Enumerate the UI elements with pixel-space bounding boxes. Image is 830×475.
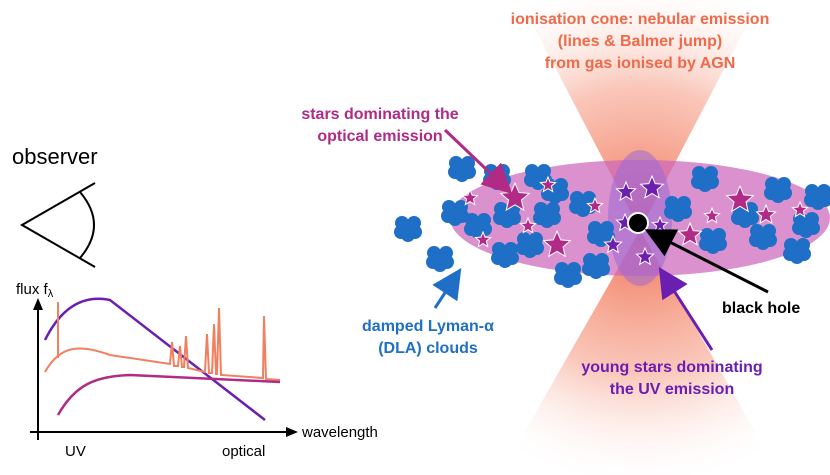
ionisation-cone	[500, 0, 780, 475]
stars-label-line1: stars dominating the	[301, 106, 458, 123]
observer-label: observer	[12, 144, 98, 169]
old-star	[755, 203, 777, 225]
young-stars-label-line1: young stars dominating	[581, 359, 762, 376]
x-axis-label: wavelength	[301, 424, 378, 441]
dla-cloud	[699, 228, 727, 254]
old-star	[703, 206, 721, 224]
stars-label: stars dominating the optical emission	[301, 106, 458, 145]
spectrum-plot: flux fλ wavelength UV optical	[16, 281, 378, 460]
cone-upper	[520, 0, 760, 230]
dla-cloud	[783, 238, 811, 264]
x-tick-uv: UV	[65, 443, 86, 460]
black-hole	[627, 212, 649, 234]
x-tick-optical: optical	[222, 443, 265, 460]
dla-cloud	[441, 200, 469, 226]
galaxy-stars	[461, 174, 809, 266]
dla-cloud	[587, 221, 615, 247]
young-stars-label: young stars dominating the UV emission	[581, 359, 762, 398]
young-star	[615, 180, 637, 202]
old-star	[586, 196, 604, 214]
spectrum-old-stars	[56, 373, 281, 416]
dla-label: damped Lyman-α (DLA) clouds	[362, 318, 494, 357]
old-star	[791, 200, 809, 218]
young-star	[639, 174, 665, 199]
old-star	[725, 184, 755, 213]
dla-cloud	[426, 246, 454, 272]
young-stars-label-line2: the UV emission	[610, 381, 734, 398]
y-axis-label: flux fλ	[16, 281, 54, 300]
dla-cloud	[483, 164, 511, 190]
dla-cloud	[764, 177, 792, 203]
dla-cloud	[491, 242, 519, 268]
cone-label: ionisation cone: nebular emission (lines…	[511, 11, 770, 72]
young-star	[603, 234, 623, 254]
dla-cloud	[554, 262, 582, 288]
dla-cloud	[394, 216, 422, 242]
cone-label-line3: from gas ionised by AGN	[545, 55, 736, 72]
dla-label-line2: (DLA) clouds	[378, 340, 478, 357]
old-star	[461, 188, 479, 206]
young-star	[651, 215, 669, 233]
old-star	[542, 229, 572, 258]
old-star	[539, 175, 557, 193]
young-stars-arrow	[658, 266, 714, 351]
old-star	[519, 216, 537, 234]
stars-label-line2: optical emission	[317, 128, 442, 145]
cone-label-line1: ionisation cone: nebular emission	[511, 11, 770, 28]
dla-cloud	[448, 156, 476, 182]
spectrum-nebular	[44, 307, 281, 381]
cone-lower	[500, 230, 780, 475]
dla-cloud	[691, 166, 719, 192]
dla-cloud	[664, 196, 692, 222]
dla-arrow	[432, 267, 462, 309]
spectrum-young-stars	[43, 297, 266, 421]
eye-icon	[19, 182, 96, 268]
dla-cloud	[582, 253, 610, 279]
dla-label-line1: damped Lyman-α	[362, 318, 494, 335]
stars-arrow	[443, 128, 513, 195]
old-star	[474, 230, 492, 248]
dla-cloud	[516, 232, 544, 258]
black-hole-label: black hole	[722, 300, 800, 317]
black-hole-arrow	[644, 229, 769, 294]
dla-cloud	[749, 224, 777, 250]
dla-cloud	[804, 184, 830, 210]
dla-cloud	[533, 202, 561, 228]
cone-label-line2: (lines & Balmer jump)	[558, 33, 722, 50]
old-star	[677, 221, 703, 246]
